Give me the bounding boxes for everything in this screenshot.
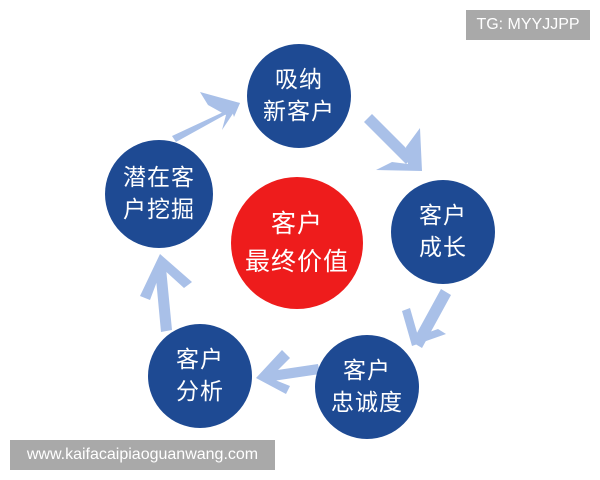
node-customer-growth: 客户 成长 bbox=[391, 180, 495, 284]
node-customer-analysis: 客户 分析 bbox=[148, 324, 252, 428]
arrow-prospect-to-acquire-icon bbox=[172, 92, 240, 142]
node-label-line: 客户 bbox=[343, 358, 391, 384]
arrow-loyalty-to-analysis-icon bbox=[256, 350, 320, 394]
arrow-growth-to-loyalty-icon bbox=[402, 289, 451, 348]
node-customer-loyalty: 客户 忠诚度 bbox=[315, 335, 419, 439]
site-watermark: www.kaifacaipiaoguanwang.com bbox=[10, 440, 275, 470]
node-label-line: 忠诚度 bbox=[331, 390, 403, 416]
tg-watermark: TG: MYYJJPP bbox=[466, 10, 590, 40]
node-label-line: 客户 bbox=[419, 203, 467, 229]
node-label-line: 户挖掘 bbox=[123, 197, 195, 223]
arrow-analysis-to-prospect-icon bbox=[140, 254, 192, 332]
node-label-line: 分析 bbox=[176, 379, 224, 405]
node-label-line: 新客户 bbox=[263, 99, 335, 125]
node-label-line: 潜在客 bbox=[123, 165, 195, 191]
node-label-line: 客户 bbox=[176, 347, 224, 373]
node-label-line: 成长 bbox=[419, 235, 467, 261]
center-label-line: 最终价值 bbox=[244, 247, 349, 276]
node-prospect-mining: 潜在客 户挖掘 bbox=[105, 140, 213, 248]
node-acquire-new-customers: 吸纳 新客户 bbox=[247, 44, 351, 148]
center-label-line: 客户 bbox=[270, 209, 323, 238]
node-label-line: 吸纳 bbox=[275, 67, 323, 93]
arrow-acquire-to-growth-icon bbox=[364, 114, 422, 171]
center-customer-ultimate-value: 客户 最终价值 bbox=[231, 177, 363, 309]
